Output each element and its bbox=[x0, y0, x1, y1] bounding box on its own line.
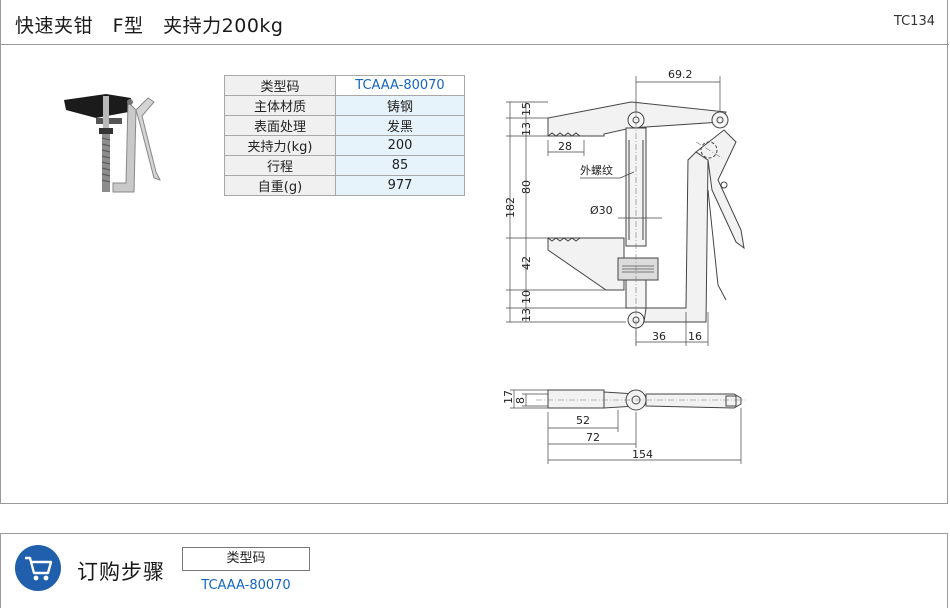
table-row: 表面处理发黑 bbox=[224, 115, 465, 136]
spec-label: 主体材质 bbox=[224, 95, 336, 116]
dim-17: 17 bbox=[502, 390, 515, 404]
dim-13-bottom: 13 bbox=[520, 308, 533, 322]
dim-16: 16 bbox=[688, 330, 702, 343]
dim-15: 15 bbox=[520, 102, 533, 116]
page-title: 快速夹钳 F型 夹持力200kg bbox=[15, 15, 284, 37]
table-row: 主体材质铸钢 bbox=[224, 95, 465, 116]
spec-label: 类型码 bbox=[224, 75, 336, 96]
order-code-label: 类型码 bbox=[182, 547, 310, 571]
spec-label: 表面处理 bbox=[224, 115, 336, 136]
product-photo bbox=[64, 94, 161, 193]
dim-72: 72 bbox=[586, 431, 600, 444]
table-row: 自重(g)977 bbox=[224, 175, 465, 196]
table-row: 夹持力(kg)200 bbox=[224, 135, 465, 156]
spec-value: 发黑 bbox=[335, 115, 465, 136]
order-code-value[interactable]: TCAAA-80070 bbox=[201, 578, 291, 593]
dim-80: 80 bbox=[520, 180, 533, 194]
spec-label: 夹持力(kg) bbox=[224, 135, 336, 156]
spec-value-type-code[interactable]: TCAAA-80070 bbox=[335, 75, 465, 96]
spec-value: 200 bbox=[335, 135, 465, 156]
dim-182: 182 bbox=[504, 197, 517, 218]
dim-52: 52 bbox=[576, 414, 590, 427]
catalog-code: TC134 bbox=[893, 14, 935, 29]
dim-diameter: Ø30 bbox=[590, 204, 613, 217]
dim-36: 36 bbox=[652, 330, 666, 343]
spec-label: 自重(g) bbox=[224, 175, 336, 196]
dim-28: 28 bbox=[558, 140, 572, 153]
dim-8: 8 bbox=[514, 397, 527, 404]
order-section: 订购步骤 类型码 TCAAA-80070 bbox=[0, 533, 948, 608]
dim-154: 154 bbox=[632, 448, 653, 461]
spec-value: 铸钢 bbox=[335, 95, 465, 116]
thread-note: 外螺纹 bbox=[580, 163, 613, 177]
front-view-drawing: 69.2 15 13 28 80 182 42 10 13 36 16 Ø30 … bbox=[504, 68, 745, 346]
dim-42: 42 bbox=[520, 256, 533, 270]
dim-13-top: 13 bbox=[520, 122, 533, 136]
spec-label: 行程 bbox=[224, 155, 336, 176]
order-title: 订购步骤 bbox=[77, 560, 165, 584]
cart-icon bbox=[15, 545, 61, 591]
top-view-drawing: 17 8 52 72 154 bbox=[502, 389, 746, 464]
spec-value: 85 bbox=[335, 155, 465, 176]
dim-top-width: 69.2 bbox=[668, 68, 693, 81]
spec-value: 977 bbox=[335, 175, 465, 196]
dim-10: 10 bbox=[520, 290, 533, 304]
title-divider bbox=[1, 44, 949, 45]
